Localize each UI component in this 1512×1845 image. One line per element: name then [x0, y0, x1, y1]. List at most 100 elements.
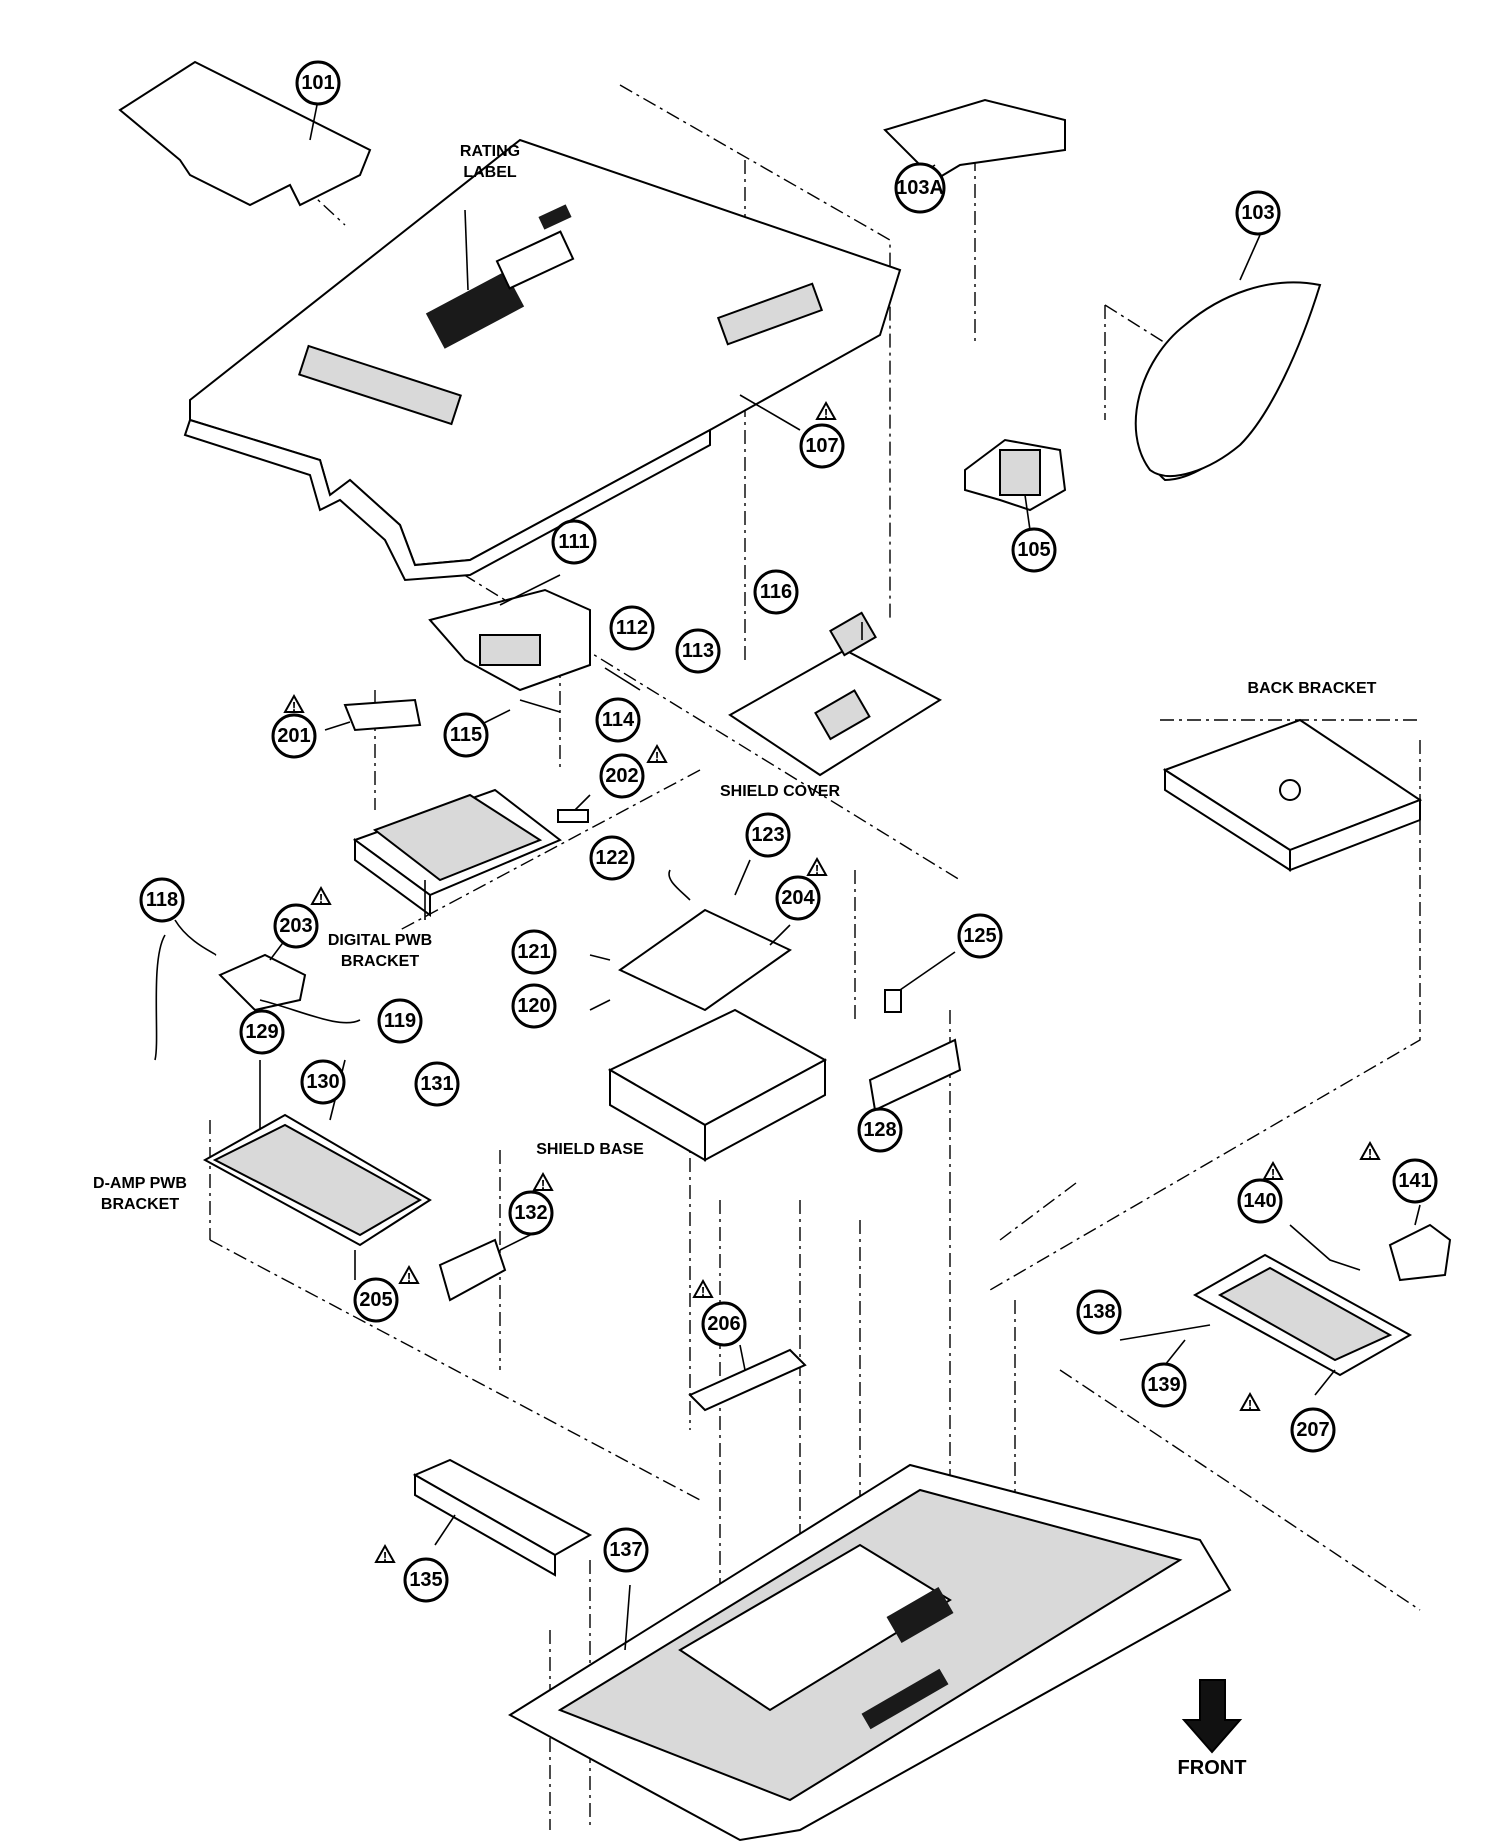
part-damp-pwb-bracket	[202, 1059, 432, 1280]
callouts: 101 103A 103 107 105 111 112 113 114 115…	[139, 60, 1438, 1603]
part-201-pwb	[324, 698, 422, 732]
svg-text:!: !	[407, 1270, 411, 1285]
callout-103a: 103A	[894, 162, 946, 214]
part-206-pwb	[688, 1344, 807, 1412]
callout-119: 119	[377, 998, 423, 1044]
callout-107: 107	[799, 423, 845, 469]
svg-text:112: 112	[616, 617, 648, 639]
warning-triangle-icon: !	[646, 743, 668, 764]
svg-text:116: 116	[760, 581, 792, 603]
callout-101: 101	[295, 60, 341, 106]
svg-text:132: 132	[514, 1202, 547, 1224]
part-140	[1289, 1224, 1361, 1271]
svg-text:114: 114	[602, 709, 635, 731]
callout-137: 137	[603, 1527, 649, 1573]
warning-triangle-icon: !	[1262, 1160, 1284, 1181]
part-132-bracket	[438, 1229, 541, 1302]
callout-125: 125	[957, 913, 1003, 959]
callout-115: 115	[443, 712, 489, 758]
front-label: FRONT	[1178, 1757, 1247, 1779]
callout-130: 130	[300, 1059, 346, 1105]
svg-text:103A: 103A	[896, 177, 944, 199]
warning-triangle-icon: !	[374, 1543, 396, 1564]
svg-text:115: 115	[450, 724, 482, 746]
callout-139: 139	[1141, 1362, 1187, 1408]
svg-text:135: 135	[409, 1569, 442, 1591]
svg-text:206: 206	[707, 1313, 740, 1335]
warning-triangle-icon: !	[692, 1278, 714, 1299]
part-107-rear-cabinet	[183, 138, 902, 582]
callout-202: 202	[599, 753, 645, 799]
callout-112: 112	[609, 605, 655, 651]
callout-138: 138	[1076, 1289, 1122, 1335]
svg-text:128: 128	[863, 1119, 896, 1141]
callout-118: 118	[139, 877, 185, 923]
down-arrow-icon	[1181, 1679, 1243, 1754]
svg-text:137: 137	[609, 1539, 642, 1561]
svg-text:119: 119	[384, 1010, 416, 1032]
callout-201: 201	[271, 713, 317, 759]
callout-113: 113	[675, 628, 721, 674]
digital-pwb-label-2: BRACKET	[341, 953, 419, 970]
svg-text:120: 120	[517, 995, 550, 1017]
warning-triangle-icon: !	[283, 693, 305, 714]
callout-111: 111	[551, 519, 597, 565]
part-203-pwb	[218, 939, 307, 1012]
part-back-bracket	[1162, 718, 1423, 872]
callout-121: 121	[511, 929, 557, 975]
svg-text:111: 111	[558, 531, 589, 553]
svg-text:101: 101	[301, 72, 334, 94]
svg-text:!: !	[383, 1549, 387, 1564]
callout-131: 131	[414, 1061, 460, 1107]
back-bracket-label: BACK BRACKET	[1248, 680, 1377, 697]
svg-text:!: !	[1368, 1146, 1372, 1161]
shield-cover-label: SHIELD COVER	[720, 783, 840, 800]
warning-triangle-icon: !	[532, 1171, 554, 1192]
part-138-139-wires	[1119, 1324, 1211, 1366]
part-103-stand	[1134, 234, 1322, 482]
part-135-terminal-bracket	[412, 1458, 593, 1577]
part-shield-base	[607, 1008, 828, 1162]
svg-text:205: 205	[359, 1289, 392, 1311]
callout-204: 204	[775, 875, 821, 921]
callout-116: 116	[753, 569, 799, 615]
part-118-cable	[154, 919, 217, 1061]
warning-triangle-icon: !	[815, 400, 837, 421]
assembly-lines	[204, 84, 1421, 1830]
svg-text:!: !	[1248, 1397, 1252, 1412]
svg-text:105: 105	[1017, 539, 1050, 561]
svg-text:!: !	[1271, 1166, 1275, 1181]
svg-text:107: 107	[805, 435, 838, 457]
callout-203: 203	[273, 903, 319, 949]
part-119-cable	[259, 999, 361, 1024]
svg-text:203: 203	[279, 915, 312, 937]
callout-140: 140	[1237, 1178, 1283, 1224]
svg-text:!: !	[824, 406, 828, 421]
shield-base-label: SHIELD BASE	[536, 1141, 644, 1158]
rating-label-text-2: LABEL	[463, 164, 517, 181]
callout-135: 135	[403, 1557, 449, 1603]
warning-triangle-icon: !	[806, 856, 828, 877]
part-128-bracket	[868, 951, 962, 1131]
callout-128: 128	[857, 1107, 903, 1153]
svg-text:123: 123	[751, 824, 784, 846]
part-105-hinge	[964, 438, 1067, 531]
svg-text:202: 202	[605, 765, 638, 787]
callout-114: 114	[595, 697, 641, 743]
callout-103: 103	[1235, 190, 1281, 236]
svg-text:125: 125	[963, 925, 996, 947]
callout-105: 105	[1011, 527, 1057, 573]
callout-132: 132	[508, 1190, 554, 1236]
svg-text:207: 207	[1296, 1419, 1329, 1441]
callout-206: 206	[701, 1301, 747, 1347]
svg-text:140: 140	[1243, 1190, 1276, 1212]
svg-text:122: 122	[595, 847, 628, 869]
svg-text:130: 130	[306, 1071, 339, 1093]
callout-129: 129	[239, 1009, 285, 1055]
digital-pwb-label-1: DIGITAL PWB	[328, 932, 432, 949]
part-digital-pwb-bracket	[352, 788, 562, 920]
part-141-bracket	[1388, 1204, 1452, 1282]
part-111-115-bracket-assembly	[428, 574, 641, 726]
part-front-cabinet	[508, 1463, 1232, 1842]
part-101-cover-panel	[118, 60, 372, 207]
